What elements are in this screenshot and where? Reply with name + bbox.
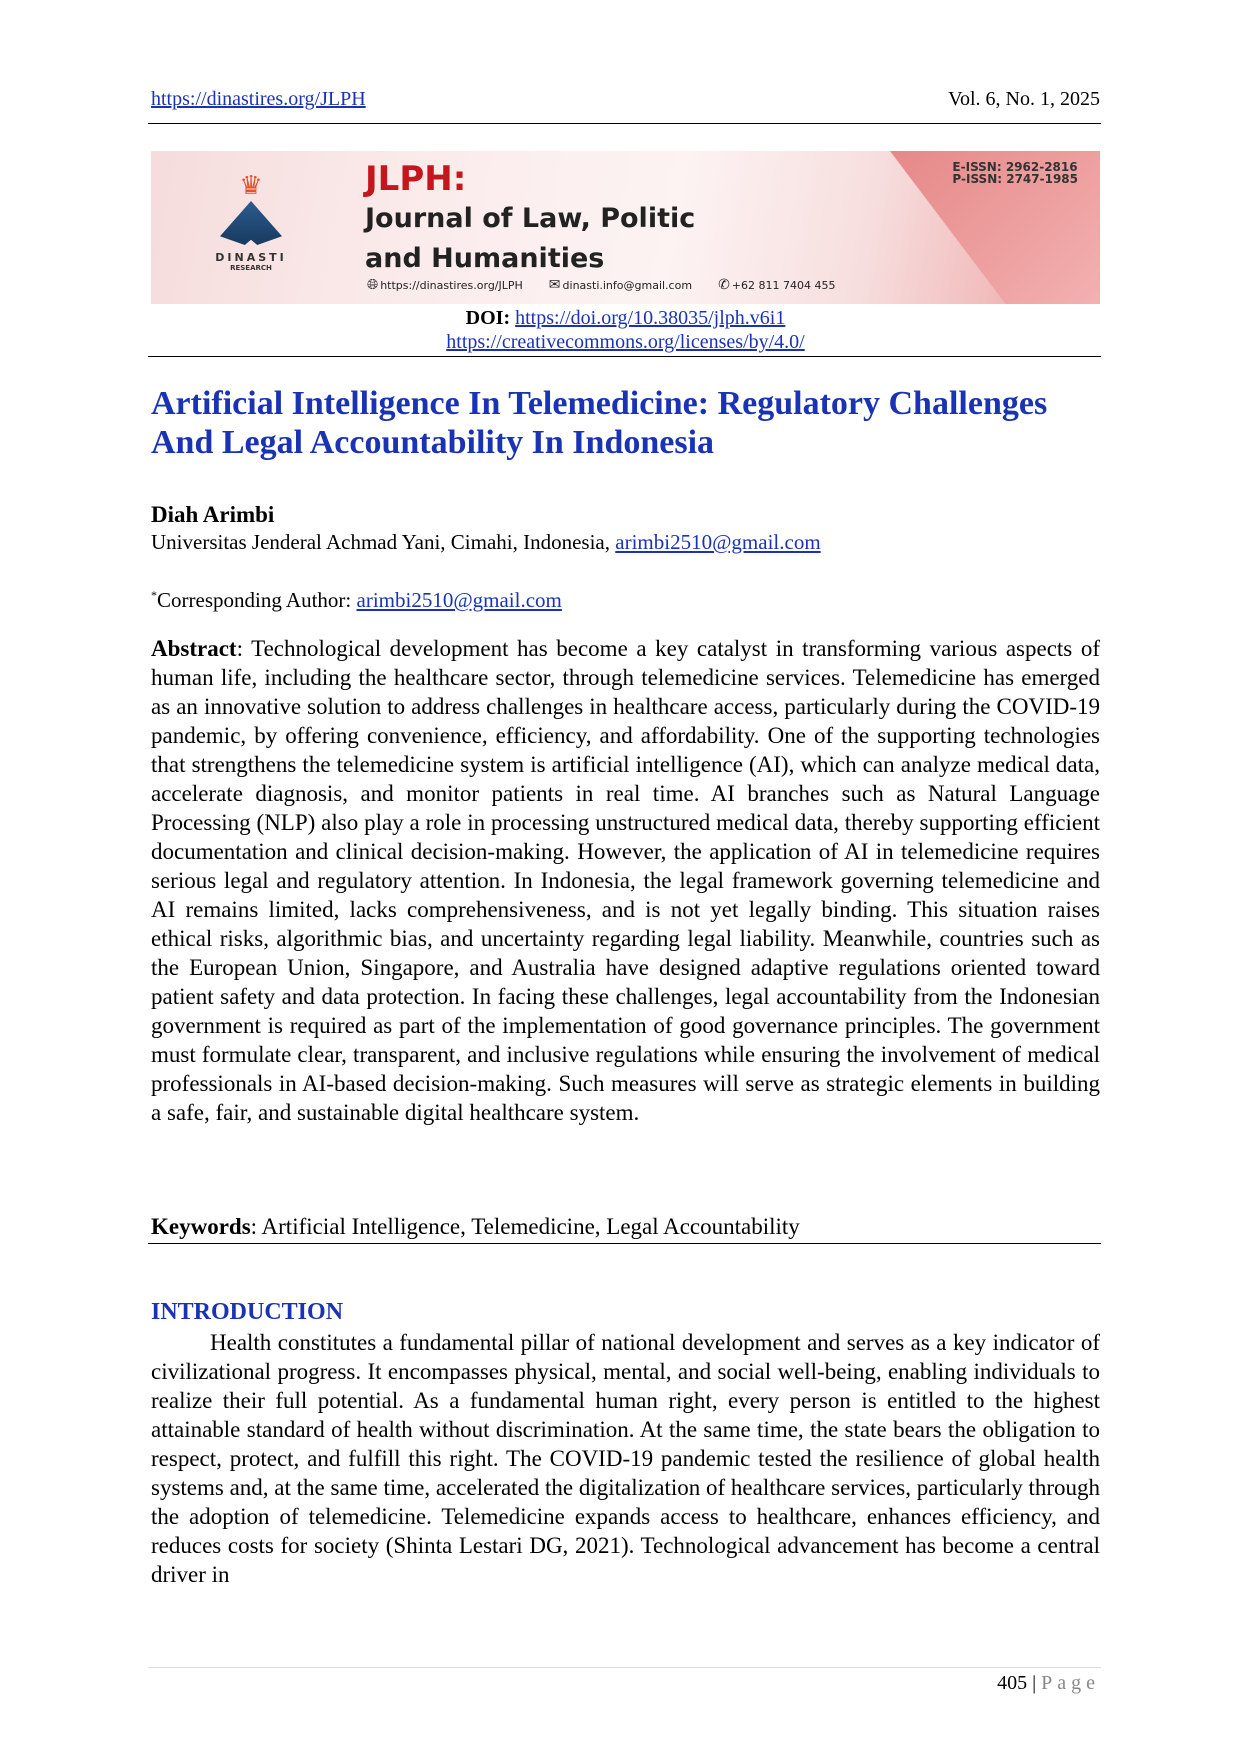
footer-divider xyxy=(148,1667,1101,1668)
corresponding-author: *Corresponding Author: arimbi2510@gmail.… xyxy=(151,581,1100,615)
page-header: https://dinastires.org/JLPH Vol. 6, No. … xyxy=(151,88,1100,111)
page-footer: 405 | Page xyxy=(997,1672,1100,1695)
abstract: Abstract: Technological development has … xyxy=(151,634,1100,1127)
introduction-heading: INTRODUCTION xyxy=(151,1299,344,1325)
corresponding-label: Corresponding Author: xyxy=(157,588,357,612)
page-separator: | xyxy=(1032,1672,1037,1694)
journal-url-link[interactable]: https://dinastires.org/JLPH xyxy=(151,88,366,110)
license-link[interactable]: https://creativecommons.org/licenses/by/… xyxy=(446,331,805,353)
article-title: Artificial Intelligence In Telemedicine:… xyxy=(151,385,1048,461)
doi-label: DOI: xyxy=(465,307,511,329)
volume-info: Vol. 6, No. 1, 2025 xyxy=(948,88,1100,110)
header-divider xyxy=(148,123,1101,124)
pissn: P-ISSN: 2747-1985 xyxy=(952,172,1078,186)
author-email-link[interactable]: arimbi2510@gmail.com xyxy=(615,530,821,554)
publisher-sub: RESEARCH xyxy=(230,264,272,272)
page-number: 405 xyxy=(997,1672,1028,1694)
phone-icon: ✆ xyxy=(718,277,730,293)
crown-icon: ♛ xyxy=(239,171,263,201)
doi-link[interactable]: https://doi.org/10.38035/jlph.v6i1 xyxy=(515,307,786,329)
issn-block: E-ISSN: 2962-2816 P-ISSN: 2747-1985 xyxy=(952,161,1078,185)
license-line: https://creativecommons.org/licenses/by/… xyxy=(151,331,1100,354)
journal-abbr: JLPH: xyxy=(365,159,467,199)
page-label: Page xyxy=(1041,1672,1100,1694)
corresponding-email-link[interactable]: arimbi2510@gmail.com xyxy=(356,588,562,612)
doi-line: DOI: https://doi.org/10.38035/jlph.v6i1 xyxy=(151,307,1100,330)
journal-name-line2: and Humanities xyxy=(365,243,605,274)
dinasti-logo: ♛ DINASTI RESEARCH xyxy=(206,173,296,272)
abstract-text: : Technological development has become a… xyxy=(151,636,1100,1125)
publisher-name: DINASTI xyxy=(215,251,287,264)
contact-info: 🌐︎https://dinastires.org/JLPH ✉dinasti.i… xyxy=(367,277,836,293)
journal-banner: ♛ DINASTI RESEARCH JLPH: Journal of Law,… xyxy=(151,151,1100,304)
introduction-text: Health constitutes a fundamental pillar … xyxy=(151,1330,1101,1587)
banner-website: https://dinastires.org/JLPH xyxy=(380,279,523,292)
author-affiliation: Universitas Jenderal Achmad Yani, Cimahi… xyxy=(151,528,1100,557)
mail-icon: ✉ xyxy=(548,277,561,293)
eissn: E-ISSN: 2962-2816 xyxy=(952,160,1078,174)
asterisk: * xyxy=(151,588,157,602)
banner-email: dinasti.info@gmail.com xyxy=(562,279,693,292)
keywords-text: : Artificial Intelligence, Telemedicine,… xyxy=(250,1214,800,1239)
globe-icon: 🌐︎ xyxy=(367,277,379,293)
abstract-label: Abstract xyxy=(151,636,237,661)
book-icon xyxy=(220,201,282,245)
journal-title: JLPH: Journal of Law, Politic and Humani… xyxy=(365,159,695,279)
keywords: Keywords: Artificial Intelligence, Telem… xyxy=(151,1212,1100,1241)
keywords-divider xyxy=(148,1243,1101,1244)
journal-name-line1: Journal of Law, Politic xyxy=(365,203,696,234)
doi-divider xyxy=(148,356,1101,357)
affiliation-text: Universitas Jenderal Achmad Yani, Cimahi… xyxy=(151,530,616,554)
author-name: Diah Arimbi xyxy=(151,502,275,527)
banner-phone: +62 811 7404 455 xyxy=(731,279,836,292)
keywords-label: Keywords xyxy=(151,1214,251,1239)
